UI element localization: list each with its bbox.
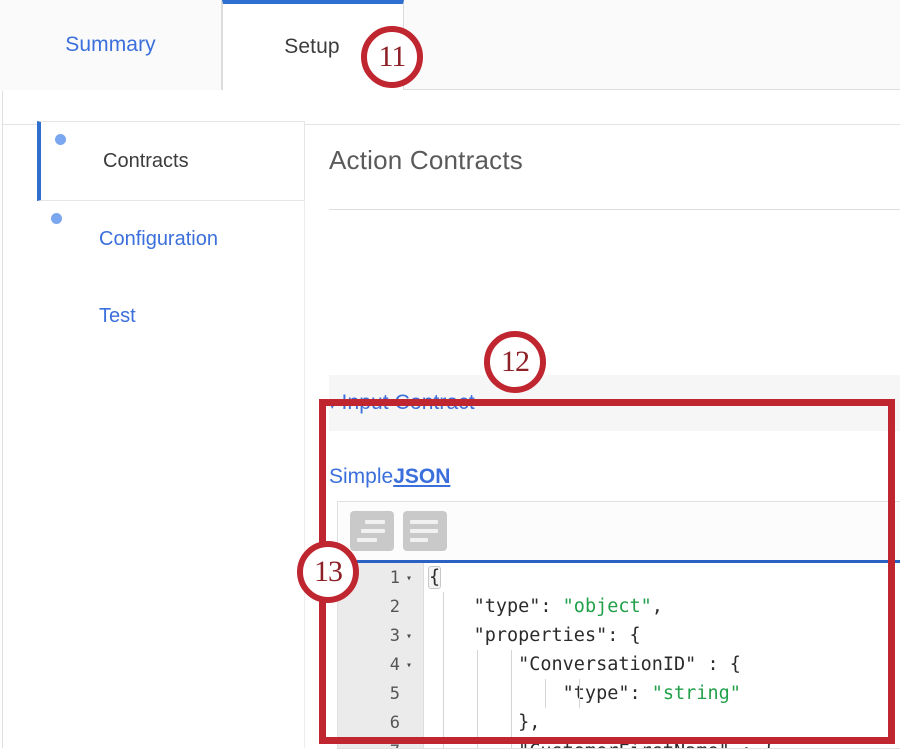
- indent-guide: [443, 592, 444, 621]
- input-contract-accordion-header[interactable]: ▾ Input Contract: [329, 375, 900, 431]
- format-link-simple[interactable]: Simple: [329, 465, 394, 488]
- line-number: 1: [389, 567, 400, 588]
- code-text: "ConversationID" : {: [518, 654, 741, 675]
- code-line[interactable]: },: [425, 708, 900, 737]
- sidebar-item-contracts[interactable]: Contracts: [37, 121, 305, 201]
- page-title: Action Contracts: [329, 145, 523, 175]
- gutter-row: 3▾: [338, 621, 423, 650]
- annotation-badge-11: 11: [361, 26, 423, 88]
- line-number: 3: [389, 625, 400, 646]
- tab-setup-label: Setup: [284, 35, 340, 58]
- editor-accent-bar: [338, 560, 900, 563]
- code-lines[interactable]: { "type": "object", "properties": { "Con…: [425, 563, 900, 748]
- collapse-all-icon[interactable]: [350, 511, 394, 551]
- gutter-row: 4▾: [338, 650, 423, 679]
- line-number: 7: [390, 742, 400, 749]
- code-text: {: [427, 566, 442, 589]
- input-contract-label: Input Contract: [341, 391, 475, 414]
- setup-sidebar: Contracts Configuration Test: [37, 121, 305, 749]
- line-number: 5: [389, 683, 400, 704]
- tab-summary[interactable]: Summary: [0, 0, 222, 90]
- indent-guide: [511, 708, 512, 737]
- panel-top-divider: [3, 124, 900, 125]
- code-line[interactable]: "ConversationID" : {: [425, 650, 900, 679]
- indent-guide: [443, 708, 444, 737]
- indent-guide: [477, 650, 478, 679]
- indent-guide: [477, 737, 478, 748]
- icon-line: [410, 529, 438, 533]
- gutter-row: 1▾: [338, 563, 423, 592]
- indent-guide: [443, 679, 444, 708]
- line-number: 6: [389, 712, 400, 733]
- code-text: "properties": {: [473, 625, 641, 646]
- setup-panel: Contracts Configuration Test Action Cont…: [2, 90, 900, 749]
- line-number-gutter: 1▾2▾3▾4▾5▾6▾7▾8▾9▾: [338, 563, 424, 748]
- code-text: "type": "string": [562, 683, 741, 704]
- annotation-badge-13: 13: [297, 541, 359, 603]
- fold-toggle-icon[interactable]: ▾: [405, 660, 413, 671]
- code-text: },: [429, 712, 541, 733]
- indent-guide: [477, 679, 478, 708]
- code-line[interactable]: "type": "object",: [425, 592, 900, 621]
- line-number: 4: [389, 654, 400, 675]
- bullet-dot-icon: [55, 134, 66, 145]
- tab-bar: Summary Setup: [0, 0, 900, 90]
- gutter-row: 6▾: [338, 708, 423, 737]
- sidebar-item-configuration-label: Configuration: [99, 228, 218, 250]
- indent-guide: [443, 621, 444, 650]
- code-line[interactable]: {: [425, 563, 900, 592]
- sidebar-empty-space: [37, 354, 305, 748]
- format-link-json[interactable]: JSON: [393, 465, 451, 488]
- code-line[interactable]: "CustomerFirstName" : {: [425, 737, 900, 748]
- chevron-down-icon: ▾: [329, 396, 336, 412]
- indent-guide: [545, 679, 546, 708]
- code-text: "type": "object",: [473, 596, 663, 617]
- contracts-content: Action Contracts ▾ Input Contract Simple…: [329, 125, 900, 749]
- gutter-row: 2▾: [338, 592, 423, 621]
- icon-line: [410, 538, 428, 542]
- editor-toolbar: [338, 502, 900, 560]
- indent-guide: [511, 679, 512, 708]
- json-schema-editor[interactable]: 1▾2▾3▾4▾5▾6▾7▾8▾9▾ { "type": "object", "…: [337, 501, 900, 749]
- title-divider: [329, 209, 900, 210]
- fold-toggle-icon[interactable]: ▾: [405, 631, 413, 642]
- bullet-dot-icon: [51, 213, 62, 224]
- fold-toggle-icon[interactable]: ▾: [405, 573, 413, 584]
- indent-guide: [477, 708, 478, 737]
- icon-line: [410, 520, 438, 524]
- gutter-row: 7▾: [338, 737, 423, 749]
- gutter-row: 5▾: [338, 679, 423, 708]
- code-text: "CustomerFirstName" : {: [429, 741, 774, 748]
- expand-all-icon[interactable]: [403, 511, 447, 551]
- code-area[interactable]: 1▾2▾3▾4▾5▾6▾7▾8▾9▾ { "type": "object", "…: [338, 563, 900, 748]
- icon-line: [357, 538, 377, 542]
- icon-line: [365, 520, 385, 524]
- contract-format-switch: Simple JSON: [329, 465, 450, 489]
- code-line[interactable]: "properties": {: [425, 621, 900, 650]
- code-line[interactable]: "type": "string": [425, 679, 900, 708]
- icon-line: [361, 529, 385, 533]
- sidebar-item-test[interactable]: Test: [37, 278, 305, 354]
- sidebar-item-test-label: Test: [99, 304, 136, 327]
- annotation-badge-12: 12: [484, 331, 546, 393]
- sidebar-item-configuration[interactable]: Configuration: [37, 201, 305, 278]
- indent-guide: [511, 650, 512, 679]
- indent-guide: [443, 737, 444, 748]
- tab-summary-label: Summary: [65, 33, 156, 56]
- line-number: 2: [389, 596, 400, 617]
- sidebar-item-contracts-label: Contracts: [103, 149, 189, 172]
- indent-guide: [579, 679, 580, 708]
- indent-guide: [511, 737, 512, 748]
- indent-guide: [443, 650, 444, 679]
